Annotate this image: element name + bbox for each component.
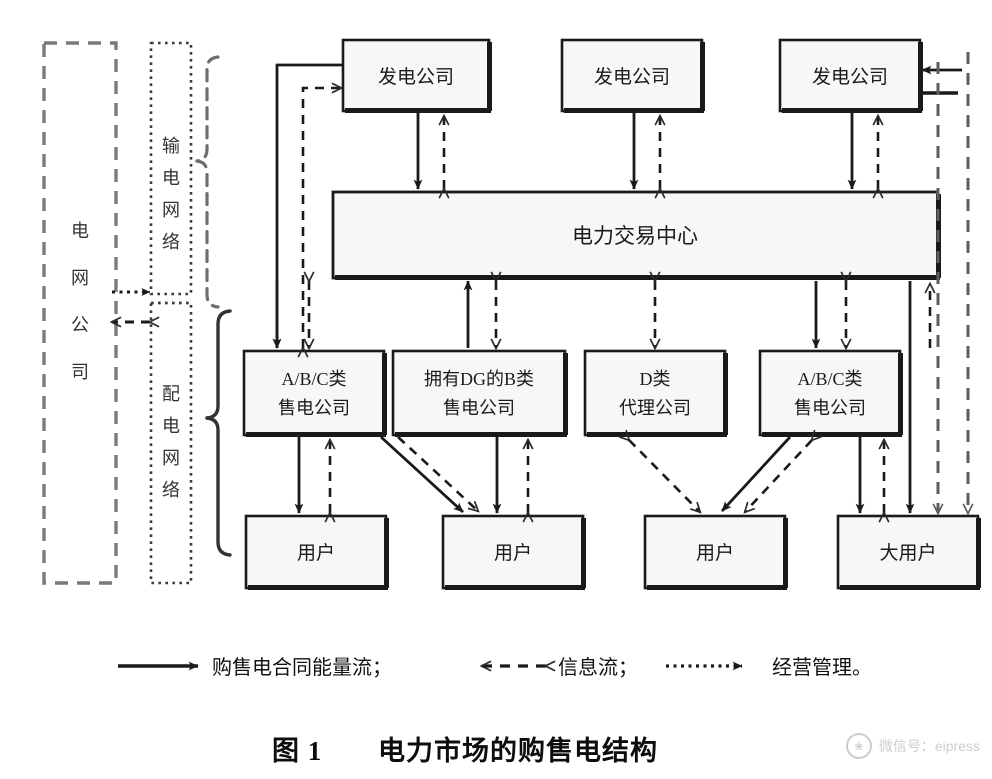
connector-retail2-user2: [492, 437, 528, 513]
node-user2-label: 用户: [494, 542, 532, 564]
connector-gen1-trading: [413, 113, 444, 189]
node-retail2-label-line1: 拥有DG的B类: [424, 369, 534, 389]
node-user3: 用户: [643, 514, 788, 590]
connector-retail3-user3-info: [629, 440, 700, 512]
connector-retail1-gen1-info: [303, 88, 341, 348]
connector-retail4-user3: [720, 437, 812, 512]
node-retail2-label-line2: 售电公司: [443, 398, 515, 418]
node-user4: 大用户: [836, 514, 981, 590]
legend-item2-label: 信息流；: [558, 656, 638, 679]
connector-trading-retail1: [272, 281, 309, 348]
transmission-brace: [195, 55, 220, 309]
connector-right-feedback-gen3: [921, 65, 962, 95]
grid-company-label: 电网公司: [71, 221, 89, 382]
watermark: ❀ 微信号：eipress: [845, 733, 980, 759]
transmission-network-panel: 输电网络: [149, 41, 193, 296]
node-gen3-label: 发电公司: [812, 66, 888, 88]
node-gen3: 发电公司: [778, 38, 923, 113]
distribution-network-panel: 配电网络: [149, 301, 193, 585]
node-retail4-label-line1: A/B/C类: [797, 369, 862, 389]
node-retail4-label-line2: 售电公司: [794, 398, 866, 418]
connector-retail1-user2-diagonal: [380, 435, 478, 514]
node-user1-label: 用户: [297, 542, 335, 564]
node-trading-center-label: 电力交易中心: [572, 224, 698, 248]
watermark-text: 微信号：eipress: [878, 738, 980, 754]
distribution-network-label: 配电网络: [162, 384, 180, 500]
legend: 购售电合同能量流； 信息流； 经营管理。: [118, 656, 872, 679]
node-gen1-label: 发电公司: [378, 66, 454, 88]
node-retail4: A/B/C类 售电公司: [758, 349, 903, 437]
wechat-icon: ❀: [845, 733, 872, 759]
caption-title: 电力市场的购售电结构: [378, 735, 658, 766]
node-retail1-label-line1: A/B/C类: [281, 369, 346, 389]
distribution-brace: [205, 309, 232, 557]
connector-retail2-trading: [463, 281, 496, 348]
node-gen2: 发电公司: [560, 38, 705, 113]
legend-item3-label: 经营管理。: [772, 656, 872, 679]
node-user3-label: 用户: [696, 542, 734, 564]
caption-number: 图 1: [272, 736, 322, 766]
node-trading-center: 电力交易中心: [331, 190, 941, 280]
node-user4-label: 大用户: [879, 542, 936, 564]
connector-gen3-trading: [847, 113, 878, 189]
connector-gen1-retail1-energy: [272, 63, 343, 349]
transmission-network-label: 输电网络: [162, 136, 180, 252]
connector-trading-retail4: [811, 281, 846, 348]
node-user1: 用户: [244, 514, 389, 590]
node-user2: 用户: [441, 514, 586, 590]
figure-caption: 图 1 电力市场的购售电结构: [272, 735, 658, 766]
node-retail3-label-line1: D类: [640, 369, 671, 389]
node-gen1: 发电公司: [341, 38, 492, 113]
node-retail3-label-line2: 代理公司: [619, 398, 691, 418]
grid-company-panel: 电网公司: [42, 41, 118, 585]
node-retail2: 拥有DG的B类 售电公司: [391, 349, 568, 437]
node-retail3: D类 代理公司: [583, 349, 728, 437]
node-retail1-label-line2: 售电公司: [278, 398, 350, 418]
node-gen2-label: 发电公司: [594, 66, 670, 88]
legend-item1-label: 购售电合同能量流；: [212, 656, 392, 679]
node-retail1: A/B/C类 售电公司: [242, 349, 387, 437]
connector-retail4-user4: [855, 437, 884, 513]
connector-gen2-trading: [629, 113, 660, 189]
connector-retail1-user1: [294, 437, 330, 513]
connector-gen3-user4-long-info: [938, 52, 968, 513]
